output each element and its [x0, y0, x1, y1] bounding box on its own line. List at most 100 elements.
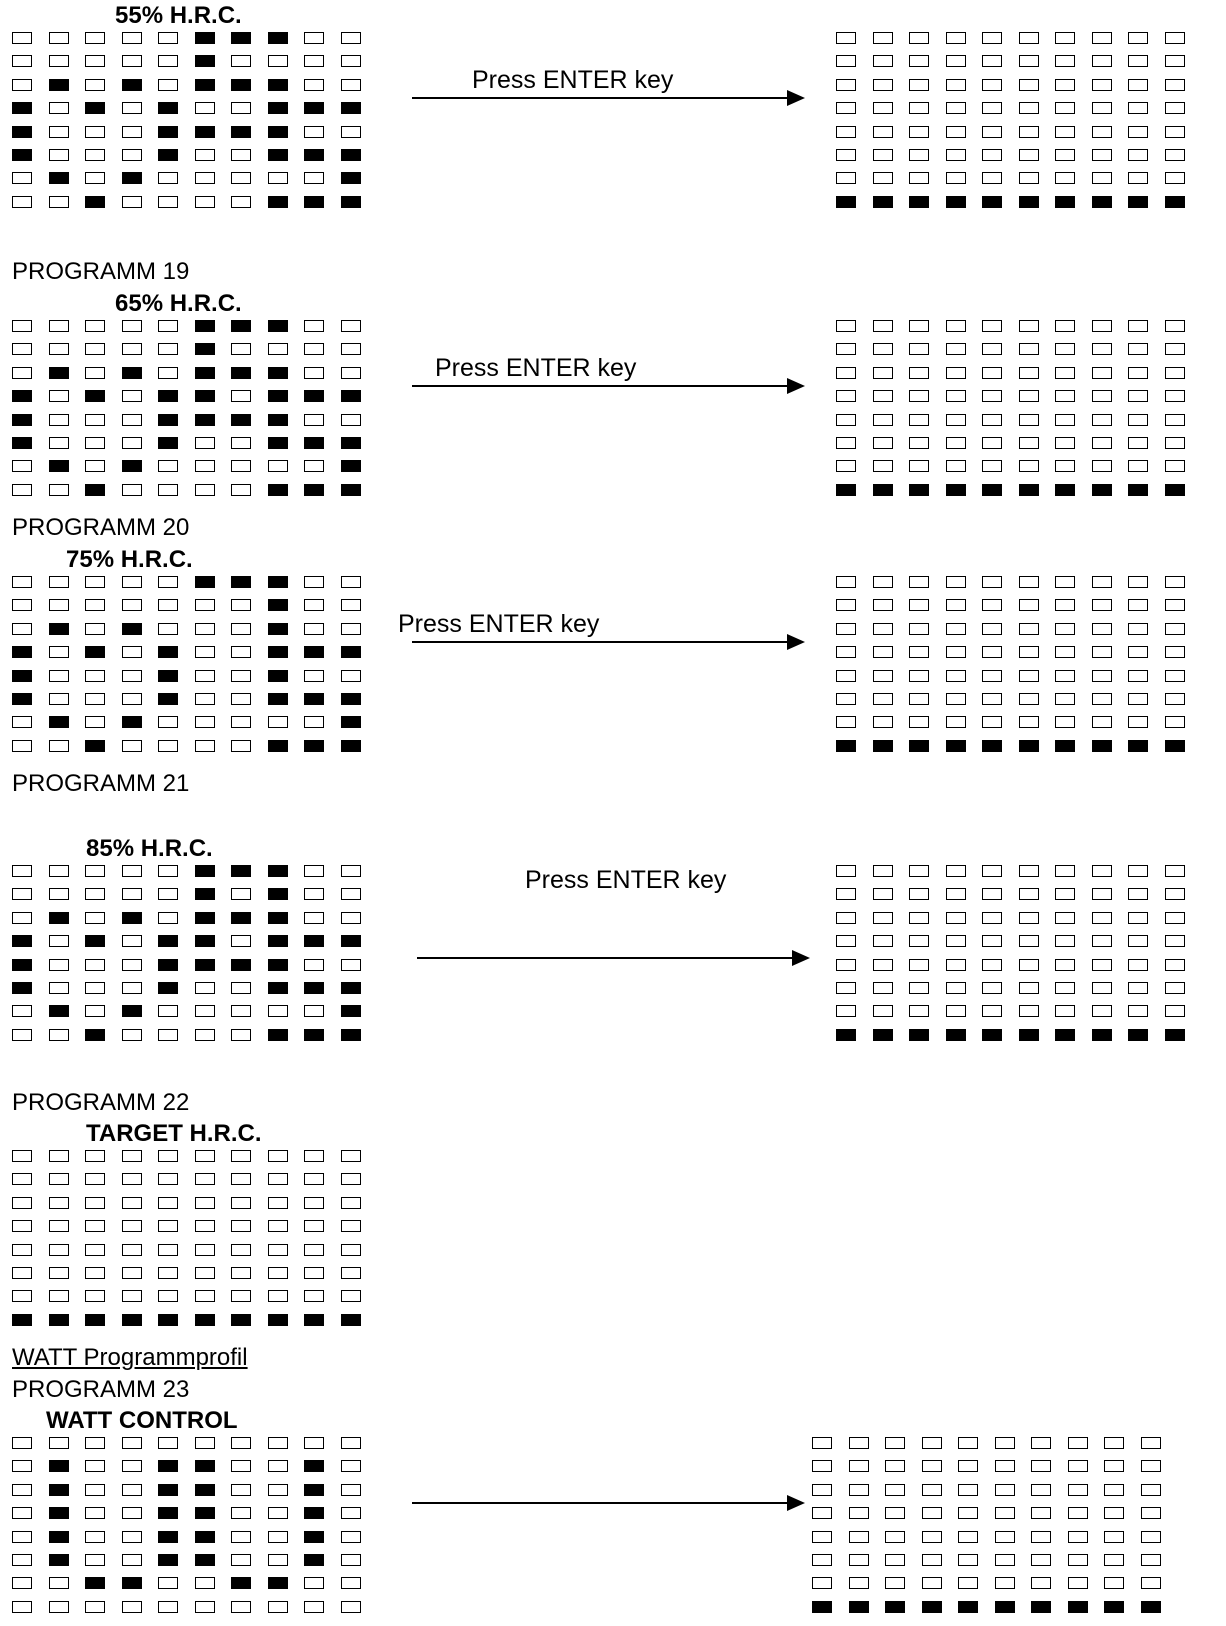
led-cell	[48, 102, 69, 115]
led-cell	[48, 320, 69, 332]
led-cell	[945, 576, 966, 588]
led-cell	[267, 716, 288, 729]
led-cell	[267, 669, 288, 682]
led-cell	[121, 958, 142, 971]
led-cell	[836, 693, 856, 705]
led-cell	[872, 172, 893, 185]
led-cell	[885, 1483, 905, 1496]
led-cell	[121, 1554, 142, 1566]
led-cell	[909, 716, 929, 729]
led-cell	[304, 102, 324, 115]
led-cell	[1091, 576, 1112, 588]
led-cell	[340, 1507, 361, 1520]
led-cell	[994, 1483, 1015, 1496]
led-cell	[1091, 646, 1112, 659]
led-cell	[48, 888, 69, 901]
led-cell	[982, 911, 1002, 924]
led-cell	[848, 1554, 869, 1566]
led-cell	[1128, 716, 1148, 729]
led-cell	[1140, 1554, 1161, 1566]
led-cell	[121, 1483, 142, 1496]
led-cell	[12, 102, 32, 115]
led-cell	[1018, 125, 1039, 138]
led-cell	[48, 390, 69, 403]
led-cell	[958, 1507, 978, 1520]
led-cell	[158, 669, 178, 682]
led-cell	[836, 739, 856, 752]
led-cell	[121, 576, 142, 588]
led-cell	[909, 935, 929, 948]
led-cell	[85, 716, 105, 729]
led-cell	[885, 1554, 905, 1566]
led-cell	[48, 343, 69, 356]
led-cell	[872, 982, 893, 994]
led-cell	[267, 1290, 288, 1303]
led-cell	[1164, 865, 1185, 877]
led-cell	[231, 958, 251, 971]
led-cell	[304, 172, 324, 185]
led-cell	[304, 669, 324, 682]
led-cell	[267, 935, 288, 948]
led-cell	[48, 437, 69, 449]
led-cell	[1128, 739, 1148, 752]
led-cell	[1018, 55, 1039, 68]
led-cell	[12, 55, 32, 68]
led-cell	[1164, 366, 1185, 379]
led-cell	[194, 343, 215, 356]
led-cell	[1164, 437, 1185, 449]
led-cell	[982, 483, 1002, 496]
led-cell	[1164, 483, 1185, 496]
led-cell	[909, 343, 929, 356]
led-cell	[304, 888, 324, 901]
led-cell	[872, 32, 893, 44]
led-cell	[1055, 390, 1075, 403]
program-label: PROGRAMM 22	[12, 1089, 190, 1116]
led-cell	[194, 437, 215, 449]
led-cell	[12, 1313, 32, 1326]
led-cell	[48, 1220, 69, 1233]
led-cell	[85, 739, 105, 752]
led-cell	[158, 576, 178, 588]
led-cell	[945, 78, 966, 91]
led-cell	[231, 576, 251, 588]
led-cell	[304, 1290, 324, 1303]
led-cell	[304, 865, 324, 877]
led-cell	[836, 320, 856, 332]
led-cell	[194, 1313, 215, 1326]
led-cell	[121, 1150, 142, 1162]
led-cell	[85, 102, 105, 115]
led-cell	[231, 1530, 251, 1543]
led-cell	[909, 483, 929, 496]
led-cell	[12, 1577, 32, 1590]
led-cell	[158, 32, 178, 44]
led-cell	[921, 1483, 942, 1496]
led-cell	[121, 865, 142, 877]
led-cell	[121, 343, 142, 356]
led-cell	[48, 1577, 69, 1590]
led-cell	[909, 865, 929, 877]
led-cell	[231, 693, 251, 705]
led-cell	[872, 102, 893, 115]
led-cell	[48, 911, 69, 924]
led-cell	[1055, 622, 1075, 635]
led-cell	[945, 55, 966, 68]
led-cell	[158, 320, 178, 332]
led-cell	[304, 195, 324, 208]
led-cell	[1128, 55, 1148, 68]
led-cell	[231, 888, 251, 901]
led-cell	[48, 1196, 69, 1209]
led-cell	[872, 343, 893, 356]
led-cell	[1091, 716, 1112, 729]
led-cell	[85, 935, 105, 948]
led-cell	[1128, 102, 1148, 115]
led-cell	[982, 622, 1002, 635]
led-cell	[158, 1243, 178, 1256]
led-cell	[48, 1173, 69, 1186]
led-cell	[812, 1437, 832, 1449]
led-cell	[872, 390, 893, 403]
led-cell	[982, 125, 1002, 138]
led-cell	[848, 1483, 869, 1496]
led-cell	[812, 1600, 832, 1613]
led-cell	[48, 958, 69, 971]
program-title: TARGET H.R.C.	[86, 1120, 262, 1147]
